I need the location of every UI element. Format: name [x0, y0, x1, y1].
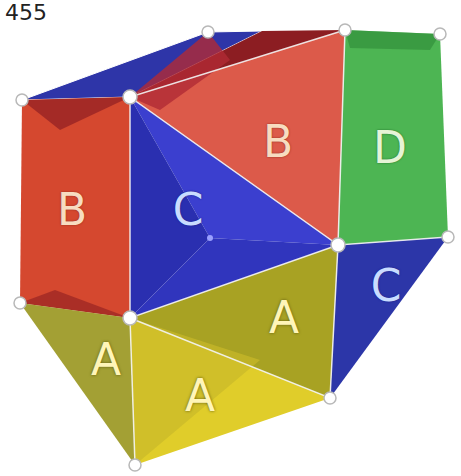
- figure-number: 455: [5, 2, 47, 24]
- part-label: C: [173, 188, 204, 232]
- part-label: A: [269, 296, 299, 340]
- part-label: A: [91, 338, 121, 382]
- part-label: C: [371, 264, 402, 308]
- part-label: A: [185, 374, 215, 418]
- part-label: B: [263, 120, 293, 164]
- part-label: B: [57, 188, 87, 232]
- part-label: D: [373, 126, 407, 170]
